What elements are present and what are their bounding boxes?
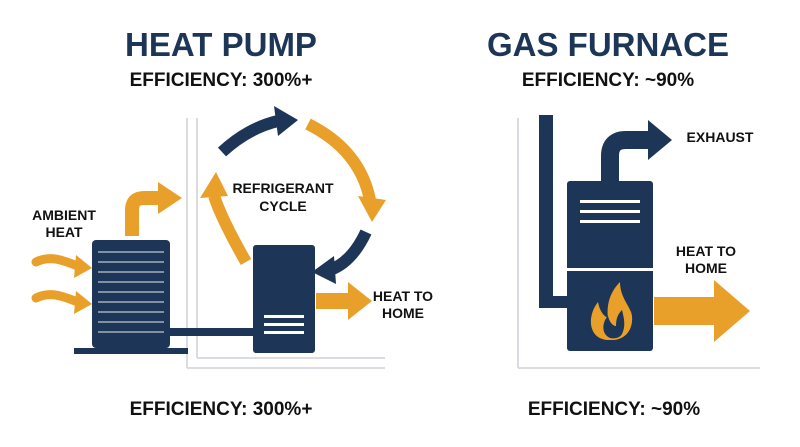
refrigerant-cycle-label-line1: REFRIGERANT: [232, 180, 334, 196]
heat-pump-title: HEAT PUMP: [125, 26, 317, 63]
gas-furnace-panel: GAS FURNACE EFFICIENCY: ~90% EXHAUST: [487, 26, 760, 420]
flame-icon: [590, 282, 633, 340]
indoor-unit-icon: [253, 245, 315, 353]
ambient-heat-intake-arrow-1: [31, 254, 92, 278]
furnace-output-arrow: [654, 280, 750, 342]
refrigerant-line: [170, 328, 256, 336]
cycle-arrowhead-top: [274, 106, 298, 136]
heat-pump-panel: HEAT PUMP EFFICIENCY: 300%+ AMBIENT HEAT: [31, 26, 433, 420]
gas-furnace-efficiency-top: EFFICIENCY: ~90%: [522, 70, 694, 91]
refrigerant-cycle-arrows: [200, 106, 386, 284]
gas-furnace-title: GAS FURNACE: [487, 26, 729, 63]
cycle-arrowhead-right: [358, 196, 386, 222]
cycle-arrowhead-bottom: [312, 256, 336, 284]
exhaust-arrow: [601, 120, 672, 184]
heat-pump-output-label-line1: HEAT TO: [373, 288, 433, 304]
furnace-output-label-line2: HOME: [685, 260, 727, 276]
gas-furnace-efficiency-bottom: EFFICIENCY: ~90%: [528, 399, 700, 420]
outdoor-heat-rising-arrow: [125, 182, 182, 236]
heat-pump-efficiency-top: EFFICIENCY: 300%+: [130, 70, 313, 91]
heat-pump-output-arrow: [316, 282, 372, 320]
heat-pump-efficiency-bottom: EFFICIENCY: 300%+: [130, 399, 313, 420]
house-outline: [517, 118, 760, 369]
flue-pipe: [539, 115, 575, 308]
ambient-heat-label-line1: AMBIENT: [32, 207, 96, 223]
refrigerant-cycle-label-line2: CYCLE: [259, 198, 306, 214]
exhaust-label: EXHAUST: [687, 129, 754, 145]
furnace-output-label-line1: HEAT TO: [676, 243, 736, 259]
furnace-icon: [567, 181, 653, 351]
ambient-heat-intake-arrow-2: [31, 290, 92, 314]
outdoor-unit-icon: [74, 240, 188, 354]
cycle-arrowhead-left: [200, 172, 228, 198]
heat-pump-output-label-line2: HOME: [382, 305, 424, 321]
ambient-heat-label-line2: HEAT: [45, 224, 83, 240]
house-outline: [186, 118, 385, 369]
